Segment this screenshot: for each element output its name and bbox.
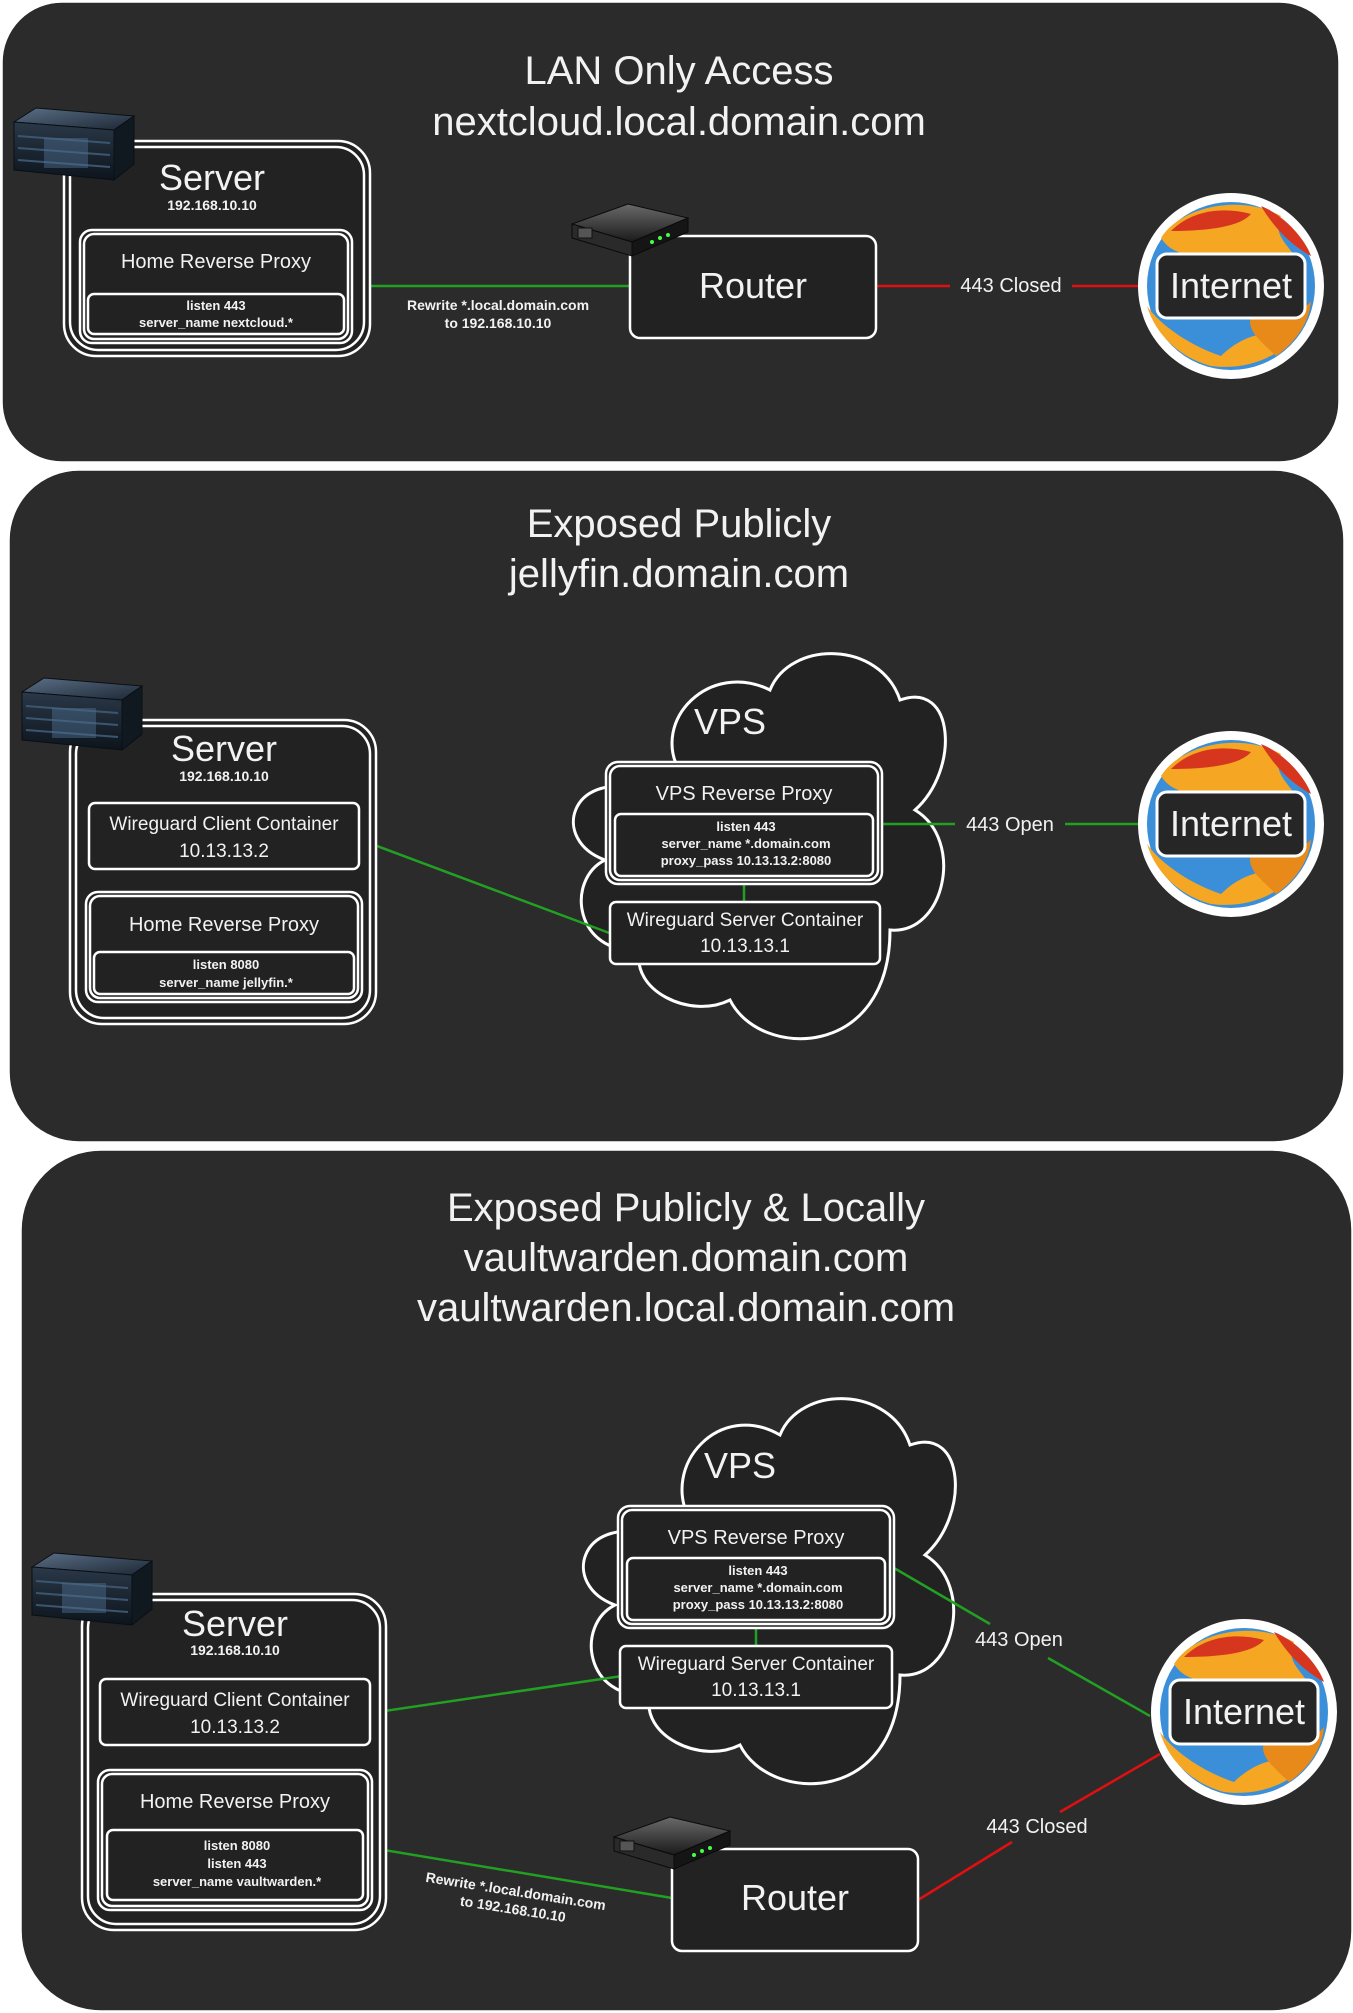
- wg-client-ip: 10.13.13.2: [179, 841, 269, 862]
- wg-client-label: Wireguard Client Container: [120, 1690, 350, 1711]
- home-reverse-proxy-box: Home Reverse Proxy listen 8080 server_na…: [84, 890, 364, 1004]
- proxy-config-box: [86, 292, 346, 336]
- server-rack-icon: [31, 1552, 153, 1626]
- internet-label: Internet: [1183, 1691, 1305, 1732]
- vps-label: VPS: [694, 701, 766, 742]
- vps-proxy-config-line: proxy_pass 10.13.13.2:8080: [661, 853, 832, 868]
- internet-node: Internet: [1138, 731, 1324, 917]
- server-label: Server: [159, 157, 265, 198]
- proxy-label: Home Reverse Proxy: [140, 1791, 330, 1813]
- section-subtitle: jellyfin.domain.com: [508, 552, 849, 596]
- proxy-config-line: server_name jellyfin.*: [159, 975, 294, 990]
- link-label-443-closed: 443 Closed: [986, 1816, 1087, 1838]
- server-ip: 192.168.10.10: [179, 768, 269, 784]
- wireguard-client-box: Wireguard Client Container 10.13.13.2: [87, 801, 361, 871]
- wg-client-label: Wireguard Client Container: [109, 814, 339, 835]
- vps-proxy-config-box: [613, 812, 875, 878]
- router-label: Router: [699, 265, 807, 306]
- link-vps-internet-b: [1047, 1656, 1151, 1718]
- wg-server-label: Wireguard Server Container: [627, 910, 864, 931]
- home-reverse-proxy-box: Home Reverse Proxy listen 8080 listen 44…: [96, 1768, 374, 1912]
- proxy-config-line: listen 8080: [204, 1838, 271, 1853]
- internet-node: Internet: [1138, 193, 1324, 379]
- proxy-config-line: listen 8080: [193, 957, 260, 972]
- vps-proxy-config-line: listen 443: [728, 1563, 787, 1578]
- vps-proxy-config-line: proxy_pass 10.13.13.2:8080: [673, 1597, 844, 1612]
- section-subtitle: vaultwarden.domain.com: [464, 1236, 909, 1280]
- server-rack-icon: [21, 677, 143, 751]
- wg-server-ip: 10.13.13.1: [700, 936, 790, 957]
- server-box: Server 192.168.10.10 Wireguard Client Co…: [68, 718, 378, 1026]
- section-lan-only: LAN Only Access nextcloud.local.domain.c…: [1, 1, 1340, 463]
- server-ip: 192.168.10.10: [167, 197, 257, 213]
- vps-proxy-label: VPS Reverse Proxy: [668, 1527, 845, 1549]
- link-server-router: [371, 1846, 673, 1900]
- link-wg-client-server: [370, 1674, 623, 1715]
- internet-label: Internet: [1170, 265, 1292, 306]
- proxy-config-box: [105, 1828, 365, 1902]
- vps-proxy-config-box: [625, 1556, 887, 1622]
- internet-node: Internet: [1151, 1619, 1337, 1805]
- link-label-443-open: 443 Open: [975, 1629, 1063, 1651]
- proxy-config-line: listen 443: [207, 1856, 266, 1871]
- server-label: Server: [182, 1603, 288, 1644]
- vps-proxy-config-line: server_name *.domain.com: [673, 1580, 842, 1595]
- wireguard-client-box: Wireguard Client Container 10.13.13.2: [98, 1677, 372, 1747]
- link-wg-client-server: [360, 838, 613, 936]
- home-reverse-proxy-box: Home Reverse Proxy listen 443 server_nam…: [78, 228, 354, 345]
- proxy-label: Home Reverse Proxy: [121, 251, 311, 273]
- proxy-config-line: server_name vaultwarden.*: [153, 1874, 322, 1889]
- link-router-internet-a: [1059, 1752, 1161, 1814]
- vps-proxy-config-line: listen 443: [716, 819, 775, 834]
- server-rack-icon: [13, 107, 135, 181]
- link-label-443-closed: 443 Closed: [960, 275, 1061, 297]
- section-subtitle-2: vaultwarden.local.domain.com: [417, 1286, 955, 1330]
- proxy-config-line: server_name nextcloud.*: [139, 315, 294, 330]
- server-box: Server 192.168.10.10 Home Reverse Proxy …: [62, 139, 372, 358]
- proxy-config-line: listen 443: [186, 298, 245, 313]
- section-exposed-publicly: Exposed Publicly jellyfin.domain.com VPS…: [8, 469, 1345, 1143]
- wg-server-label: Wireguard Server Container: [638, 1654, 875, 1675]
- router-box: Router: [670, 1847, 920, 1953]
- server-ip: 192.168.10.10: [190, 1642, 280, 1658]
- server-box: Server 192.168.10.10 Wireguard Client Co…: [80, 1592, 388, 1932]
- section-subtitle: nextcloud.local.domain.com: [432, 100, 926, 144]
- wg-client-ip: 10.13.13.2: [190, 1717, 280, 1738]
- link-label-rewrite-line1: Rewrite *.local.domain.com: [407, 297, 589, 313]
- section-title: LAN Only Access: [524, 49, 833, 93]
- proxy-label: Home Reverse Proxy: [129, 914, 319, 936]
- server-label: Server: [171, 728, 277, 769]
- vps-reverse-proxy-box: VPS Reverse Proxy listen 443 server_name…: [616, 1504, 896, 1630]
- internet-label: Internet: [1170, 803, 1292, 844]
- wg-server-ip: 10.13.13.1: [711, 1680, 801, 1701]
- wireguard-server-box: Wireguard Server Container 10.13.13.1: [608, 900, 882, 966]
- router-box: Router: [628, 234, 878, 340]
- section-title: Exposed Publicly: [527, 502, 832, 546]
- vps-proxy-label: VPS Reverse Proxy: [656, 783, 833, 805]
- vps-proxy-config-line: server_name *.domain.com: [661, 836, 830, 851]
- link-router-internet-b: [917, 1840, 1013, 1902]
- link-vps-internet-a: [893, 1566, 991, 1626]
- proxy-config-box: [92, 950, 356, 996]
- router-label: Router: [741, 1877, 849, 1918]
- vps-label: VPS: [704, 1445, 776, 1486]
- section-exposed-publicly-locally: Exposed Publicly & Locally vaultwarden.d…: [20, 1149, 1353, 2012]
- vps-reverse-proxy-box: VPS Reverse Proxy listen 443 server_name…: [604, 760, 884, 886]
- link-label-443-open: 443 Open: [966, 814, 1054, 836]
- link-label-rewrite-line2: to 192.168.10.10: [445, 315, 552, 331]
- wireguard-server-box: Wireguard Server Container 10.13.13.1: [618, 1644, 894, 1710]
- section-title: Exposed Publicly & Locally: [447, 1186, 925, 1230]
